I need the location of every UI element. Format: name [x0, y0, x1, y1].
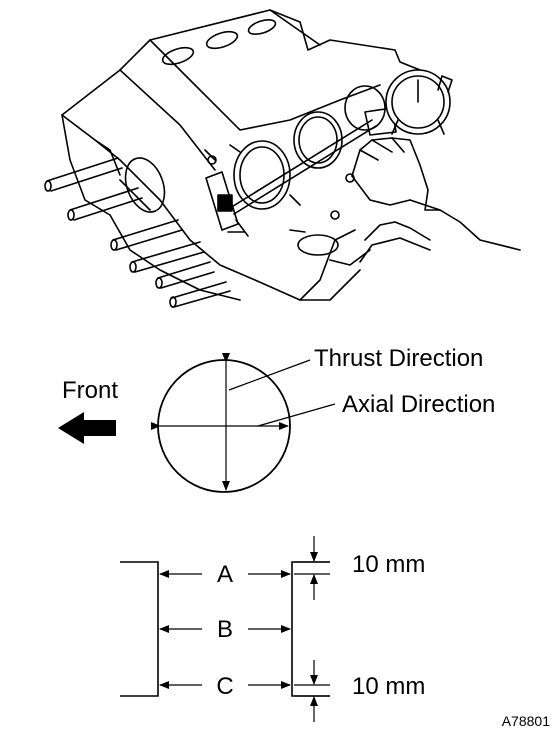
bore-wall-left	[120, 561, 159, 697]
axial-leader-line	[257, 403, 336, 427]
measurement-positions-diagram: A B C 10 mm 10 mm	[120, 536, 425, 722]
bottom-offset-label: 10 mm	[352, 673, 425, 700]
position-c-label: C	[216, 673, 233, 700]
engine-block-illustration	[61, 9, 421, 301]
front-label: Front	[62, 377, 118, 404]
position-b-label: B	[217, 616, 233, 643]
front-arrow-icon	[58, 412, 116, 444]
head-studs	[44, 157, 231, 308]
bore-wall-right	[291, 561, 330, 697]
position-a-label: A	[217, 561, 233, 588]
hand-illustration	[351, 137, 521, 263]
thrust-direction-label: Thrust Direction	[314, 345, 483, 372]
figure-code: A78801	[502, 713, 550, 729]
top-offset-label: 10 mm	[352, 551, 425, 578]
thrust-leader-line	[228, 359, 311, 391]
bore-gauge	[205, 69, 453, 237]
front-indicator: Front	[58, 377, 118, 444]
axial-direction-label: Axial Direction	[342, 391, 495, 418]
bore-measurement-diagram: Thrust Direction Axial Direction	[151, 345, 495, 493]
